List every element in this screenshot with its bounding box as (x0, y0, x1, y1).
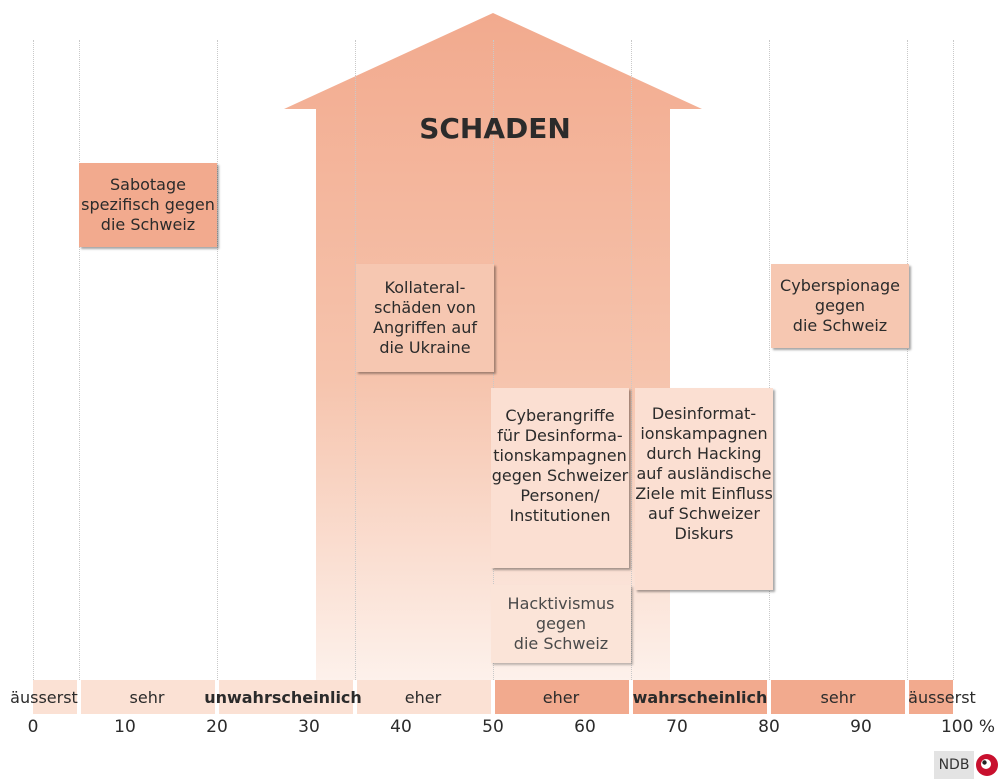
scale-label-sehr-right: sehr (820, 687, 856, 707)
tick-label: 20 (206, 717, 228, 737)
grid-line (355, 40, 356, 680)
grid-line (79, 40, 80, 680)
scale-segment (495, 680, 629, 714)
scale-segment (81, 680, 215, 714)
tick-label: 10 (114, 717, 136, 737)
grid-line (33, 40, 34, 680)
tick-label: 70 (666, 717, 688, 737)
scale-label-wahrscheinlich: wahrscheinlich (632, 687, 768, 707)
box-cyberspionage: Cyberspionage gegen die Schweiz (771, 264, 909, 348)
tick-label: 60 (574, 717, 596, 737)
tick-label: 30 (298, 717, 320, 737)
scale-segment (357, 680, 491, 714)
scale-label-eher-right: eher (542, 687, 580, 707)
scale-segment (33, 680, 77, 714)
grid-line (907, 40, 908, 680)
logo-text: NDB (934, 751, 974, 779)
grid-line (769, 40, 770, 680)
box-kollateral: Kollateral- schäden von Angriffen auf di… (356, 264, 494, 372)
grid-line (953, 40, 954, 680)
tick-label: 80 (758, 717, 780, 737)
tick-label: 100 % (940, 717, 996, 737)
scale-label-aeusserst-left: äusserst (10, 687, 78, 707)
box-desinformation: Desinformat- ionskampagnen durch Hacking… (635, 388, 773, 590)
scale-label-eher-left: eher (404, 687, 442, 707)
grid-line (631, 40, 632, 680)
scale-label-unwahrscheinlich: unwahrscheinlich (204, 687, 362, 707)
scale-segment (909, 680, 953, 714)
diagram-title: SCHADEN (419, 112, 571, 145)
box-hacktivismus: Hacktivismus gegen die Schweiz (491, 585, 631, 663)
scale-segment (771, 680, 905, 714)
box-cyberangriffe: Cyberangriffe für Desinforma- tionskampa… (491, 388, 629, 568)
grid-line (217, 40, 218, 680)
box-sabotage: Sabotage spezifisch gegen die Schweiz (79, 163, 217, 247)
tick-label: 40 (390, 717, 412, 737)
tick-label: 50 (482, 717, 504, 737)
tick-label: 0 (27, 717, 39, 737)
scale-label-sehr-left: sehr (129, 687, 165, 707)
scale-label-aeusserst-right: äusserst (908, 687, 976, 707)
ndb-logo: NDB (934, 751, 1001, 779)
tick-label: 90 (850, 717, 872, 737)
eye-icon (974, 751, 1001, 779)
scale-segment (219, 680, 353, 714)
scale-segment (633, 680, 767, 714)
